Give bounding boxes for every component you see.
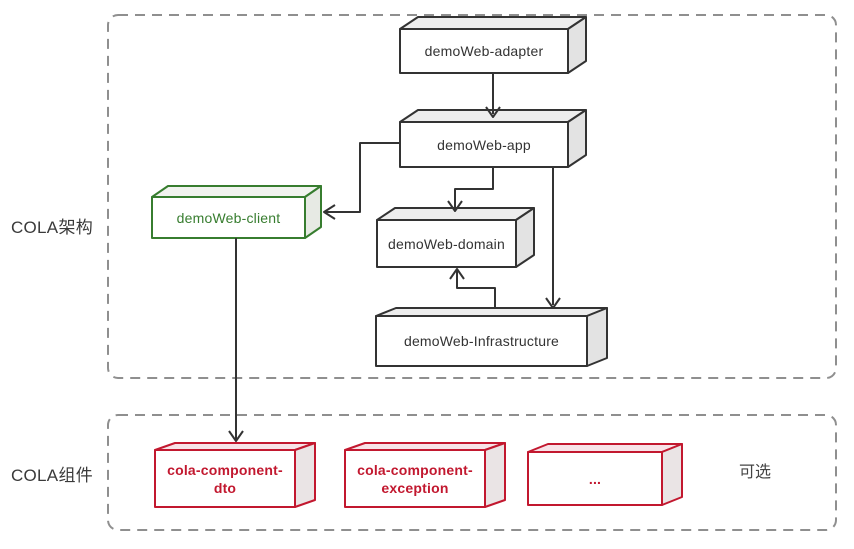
arrow-client-to-dto <box>228 238 244 442</box>
dto-node-label: cola-component- dto <box>167 461 283 496</box>
arrow-app-to-domain <box>447 167 494 212</box>
dto-node-box <box>154 442 316 508</box>
optional-note: 可选 <box>739 464 772 481</box>
exception-node-label: cola-component- exception <box>357 461 473 496</box>
architecture-group-border <box>107 14 837 379</box>
client-node-label: demoWeb-client <box>176 209 281 226</box>
infrastructure-node-box <box>375 307 608 367</box>
app-node-label: demoWeb-app <box>437 136 531 153</box>
exception-node-box <box>344 442 506 508</box>
arrow-app-to-client <box>323 142 400 220</box>
arrow-adapter-to-app <box>485 73 501 118</box>
architecture-group-label: COLA架构 <box>10 218 94 237</box>
arrow-app-to-infrastructure <box>545 167 561 309</box>
infrastructure-node-label: demoWeb-Infrastructure <box>403 333 560 349</box>
adapter-node-box <box>399 16 587 74</box>
components-group-border <box>107 414 837 531</box>
components-group-label: COLA组件 <box>10 466 94 485</box>
domain-node-box <box>376 207 535 268</box>
more-components-node-label: ... <box>588 470 602 487</box>
client-node-box <box>151 185 322 239</box>
arrow-infrastructure-to-domain <box>449 268 496 309</box>
domain-node-label: demoWeb-domain <box>388 235 505 252</box>
adapter-node-label: demoWeb-adapter <box>424 43 544 59</box>
more-components-node-box <box>527 443 683 506</box>
